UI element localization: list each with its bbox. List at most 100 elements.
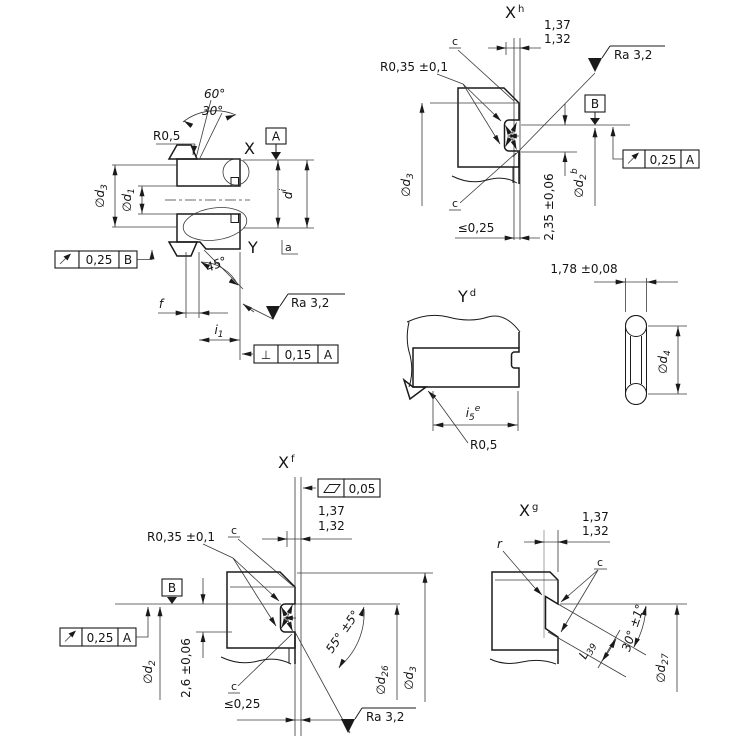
oring-outline [625, 315, 647, 405]
perpendicularity-icon: ⊥ [261, 348, 271, 362]
circular-runout-icon [64, 630, 76, 642]
dim-132: 1,32 [544, 32, 571, 46]
dim-132: 1,32 [318, 519, 345, 533]
dim-i1: i1 [214, 323, 223, 340]
dim-f: f [159, 297, 165, 311]
dim-phi-d26: ∅d26 [374, 665, 391, 695]
datum-b-xh: B [584, 94, 606, 125]
radius-r-label: r [497, 537, 503, 551]
datum-a: A [265, 127, 287, 160]
surface-finish-icon [266, 306, 280, 320]
detail-ellipse-y [182, 207, 248, 241]
fcf-perp-datum: A [324, 348, 333, 362]
datum-b-label: B [591, 97, 599, 111]
chamfer-lip [402, 377, 429, 401]
angle-45-dim: 45° [200, 249, 244, 290]
surface-finish-xh: Ra 3,2 [512, 45, 665, 158]
angle-30-label: 30° [202, 104, 223, 118]
footnote-a: a [285, 241, 292, 254]
dim-groove-width: 2,35 ±0,06 [542, 173, 556, 240]
datum-a-label: A [272, 130, 281, 144]
part-section [165, 144, 250, 257]
fcf-runout-datum: B [124, 253, 132, 267]
chamfer-c-top: c [452, 35, 458, 48]
fcf-value: 0,25 [87, 631, 114, 645]
dim-d: di [279, 188, 295, 199]
dim-phi-d2: ∅d2 [141, 660, 158, 684]
fcf-runout-b: 0,25 B [54, 249, 155, 269]
surface-finish-label: Ra 3,2 [614, 48, 652, 62]
dim-phi-d2: ∅d2b [570, 168, 589, 198]
radius-r05-callout: R0,5 [153, 129, 198, 156]
fcf-datum: A [686, 153, 695, 167]
oring-groove-top [230, 177, 239, 187]
surface-finish-label: Ra 3,2 [291, 296, 329, 310]
circular-runout-icon [59, 253, 71, 265]
dim-137: 1,37 [544, 18, 571, 32]
dim-phi-d3: ∅d3 [399, 173, 416, 197]
dim-lip: ≤0,25 [224, 697, 261, 711]
datum-b-label: B [168, 581, 176, 595]
fcf-flatness: 0,05 [302, 478, 381, 498]
flatness-icon [323, 484, 341, 493]
detail-circle-x [222, 158, 250, 186]
dim-137: 1,37 [318, 504, 345, 518]
dim-132: 1,32 [582, 524, 609, 538]
right-diameter-dims: di a [243, 159, 314, 255]
bottom-dims: f i1 [158, 252, 241, 360]
datum-triangle [590, 118, 600, 125]
fcf-datum: A [123, 631, 132, 645]
fcf-value: 0,25 [650, 153, 677, 167]
fcf-runout-value: 0,25 [86, 253, 113, 267]
surface-finish-xf: Ra 3,2 [341, 707, 416, 733]
datum-triangle [167, 597, 177, 604]
chamfer-c-top: c [231, 524, 237, 537]
chamfer-c-bottom: c [231, 680, 237, 693]
fcf-flatness-value: 0,05 [349, 482, 376, 496]
o-ring-view: 1,78 ±0,08 ∅d4 [550, 262, 687, 405]
dim-i5: i5e [432, 391, 519, 431]
surface-finish-icon [588, 58, 602, 72]
angle-60-label: 60° [204, 87, 225, 101]
dim-lip: ≤0,25 [458, 221, 495, 235]
chamfer-c-label: c [597, 556, 603, 569]
oring-groove-bottom [230, 213, 239, 223]
detail-y-label: Y [247, 238, 258, 257]
radius-r035: R0,35 ±0,1 [147, 530, 215, 544]
dim-phi-d27: ∅d27 [654, 653, 671, 683]
dim-phi-d3: ∅d3 [402, 666, 419, 690]
detail-x-label: X [244, 139, 255, 158]
dim-i5-label: i5e [466, 404, 481, 423]
fcf-perp-value: 0,15 [285, 348, 312, 362]
dim-groove-width: 2,6 ±0,06 [179, 638, 193, 698]
chamfer-c-bottom: c [452, 197, 458, 210]
oring-cross-section-bottom [625, 383, 647, 405]
dim-cross-section: 1,78 ±0,08 [550, 262, 617, 276]
groove-radius-arrows [505, 122, 519, 150]
angle-55-label: 55° ±5° [323, 608, 362, 656]
radius-label: R0,5 [470, 438, 497, 452]
oring-cross-section-top [625, 315, 647, 337]
dim-phi-d1: ∅d1 [120, 188, 137, 212]
angle-30-label: 30° ±1° [619, 602, 647, 653]
left-diameter-dims: ∅d3 ∅d1 [93, 164, 177, 228]
main-view: X Y 60° 30° R0,5 A [54, 87, 345, 364]
surface-finish-icon [341, 719, 355, 733]
fcf-runout-xh: 0,25 A [610, 126, 700, 169]
radius-r05-label: R0,5 [153, 129, 180, 143]
surface-finish-label: Ra 3,2 [366, 710, 404, 724]
datum-triangle [271, 152, 281, 160]
fcf-perpendicularity: ⊥ 0,15 A [241, 344, 339, 364]
radius-r05-callout: R0,5 [427, 390, 497, 452]
fcf-runout-xf: 0,25 A [59, 606, 151, 647]
dim-phi-d3: ∅d3 [93, 184, 110, 208]
radius-r035: R0,35 ±0,1 [380, 60, 448, 74]
